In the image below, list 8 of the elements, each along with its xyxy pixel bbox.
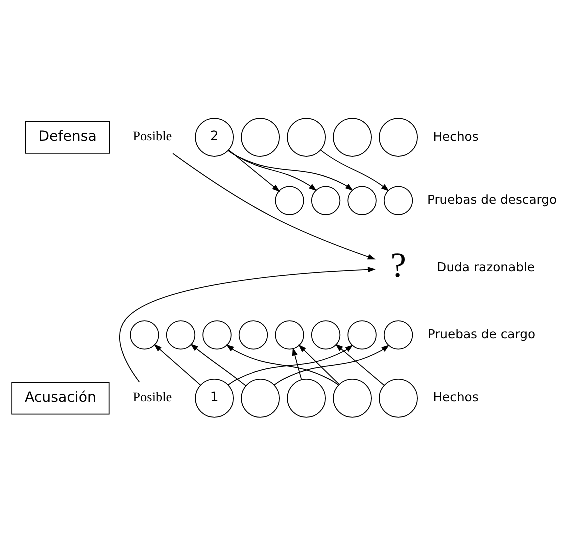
node-text: ? [390,244,406,285]
label: Duda razonable [437,260,536,274]
node-text: Posible [133,390,172,405]
node-text: Posible [133,128,172,144]
label: Hechos [433,130,479,144]
label: Pruebas de descargo [427,193,558,208]
label: Pruebas de cargo [428,327,536,342]
label: Hechos [433,390,479,405]
